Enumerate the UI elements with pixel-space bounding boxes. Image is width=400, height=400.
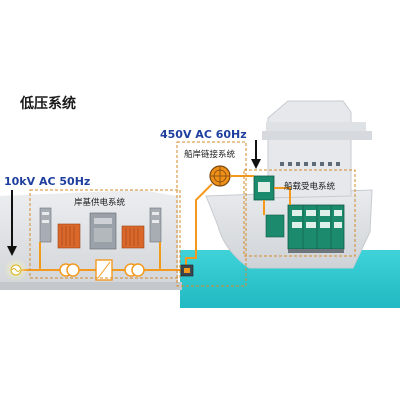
onboard-small-panel (265, 214, 285, 238)
ship-bridge-deck (262, 131, 372, 140)
switchgear-left (39, 207, 52, 243)
quay-edge (0, 282, 182, 290)
shore-power-label: 岸基供电系统 (74, 198, 126, 208)
shore-grid-source (4, 258, 28, 282)
voltage-label-shore: 10kV AC 50Hz (4, 175, 91, 188)
transformer-orange-left (57, 223, 81, 249)
connection-label: 船岸链接系统 (184, 150, 236, 160)
page-title: 低压系统 (20, 96, 76, 112)
arrow-ship-icon (251, 140, 261, 169)
switchgear-right (149, 207, 162, 243)
voltage-label-ship: 450V AC 60Hz (160, 128, 247, 141)
onboard-box (243, 169, 356, 257)
power-cable (18, 175, 291, 271)
onboard-equipment (253, 175, 345, 253)
arrow-shore-icon (7, 190, 17, 256)
shore-equipment (39, 207, 162, 250)
ship-portholes (280, 162, 340, 166)
transformer-orange-right (121, 225, 145, 249)
transformer-symbol-right (124, 263, 145, 277)
onboard-label: 船载受电系统 (284, 182, 336, 192)
ship-bridge-wing (266, 122, 366, 131)
shore-connection-box (180, 264, 194, 277)
frequency-converter-symbol (95, 259, 113, 281)
shore-power-box (29, 189, 181, 279)
transformer-symbol-left (59, 263, 80, 277)
connection-box (176, 141, 247, 287)
cable-reel (209, 165, 231, 187)
